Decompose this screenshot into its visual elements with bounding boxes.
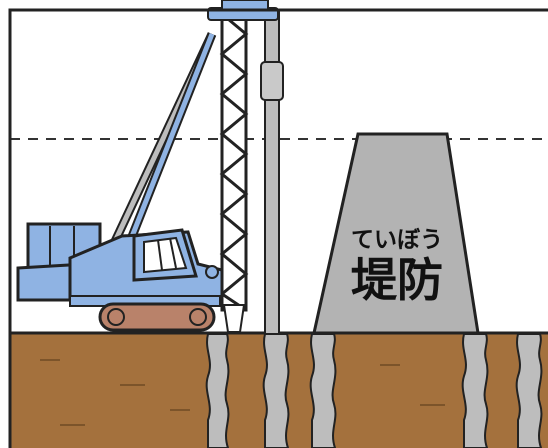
sheet-pile-2 bbox=[262, 333, 290, 448]
crawler-track bbox=[98, 302, 216, 332]
levee-label: 堤防 bbox=[351, 253, 443, 307]
soil-texture bbox=[40, 359, 445, 426]
sheet-pile-4 bbox=[461, 333, 489, 448]
sheet-pile-5 bbox=[515, 333, 543, 448]
sheet-pile-1 bbox=[205, 333, 230, 448]
ground-sheet-piles bbox=[205, 333, 543, 448]
sheet-pile-3 bbox=[309, 333, 337, 448]
levee-body bbox=[312, 132, 480, 335]
leader-foot bbox=[222, 304, 246, 333]
driven-pile bbox=[260, 11, 284, 335]
leader-tower bbox=[219, 12, 249, 334]
frame-border bbox=[8, 8, 548, 448]
levee-furigana: ていぼう bbox=[351, 227, 443, 253]
pile-driver-machine bbox=[16, 222, 224, 307]
pile-clamp bbox=[260, 61, 284, 101]
